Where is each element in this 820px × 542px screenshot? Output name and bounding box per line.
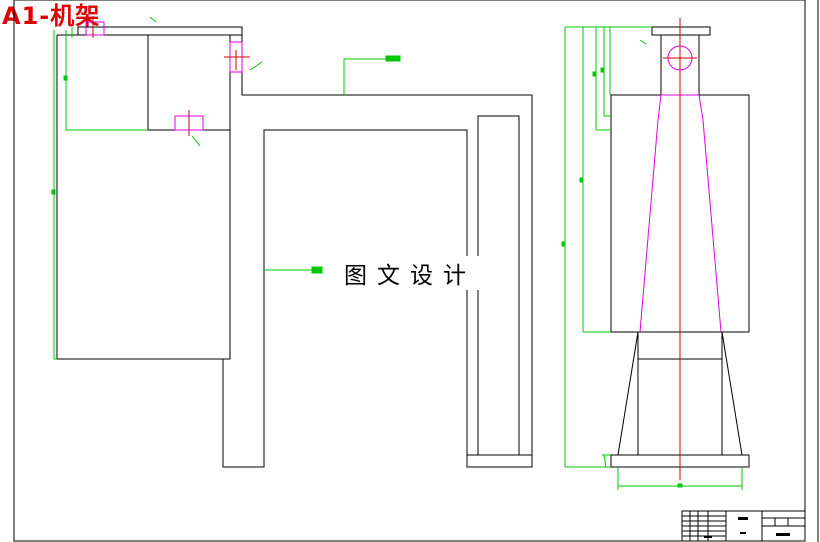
- title-block-marks: [704, 517, 790, 538]
- lower-support: [222, 35, 533, 468]
- drawing-title: A1-机架: [2, 2, 101, 30]
- title-block: [681, 510, 806, 542]
- left-column: [56, 35, 231, 360]
- right-post-base: [466, 454, 533, 468]
- cap-plate: [651, 26, 711, 36]
- leg-right: [721, 331, 743, 456]
- side-view-hidden-lines: [85, 21, 243, 131]
- front-view-dimensions: [561, 26, 743, 490]
- top-bolt: [85, 21, 105, 36]
- side-view: [56, 26, 533, 468]
- side-view-center-marks: [92, 16, 250, 136]
- side-view-dimensions: [51, 16, 401, 360]
- front-view-centerline: [663, 18, 697, 480]
- top-rail: [77, 26, 243, 36]
- watermark-text: 图文设计: [340, 256, 480, 290]
- right-post: [477, 115, 520, 456]
- leg-left: [617, 331, 639, 456]
- drawing-border: [13, 0, 806, 542]
